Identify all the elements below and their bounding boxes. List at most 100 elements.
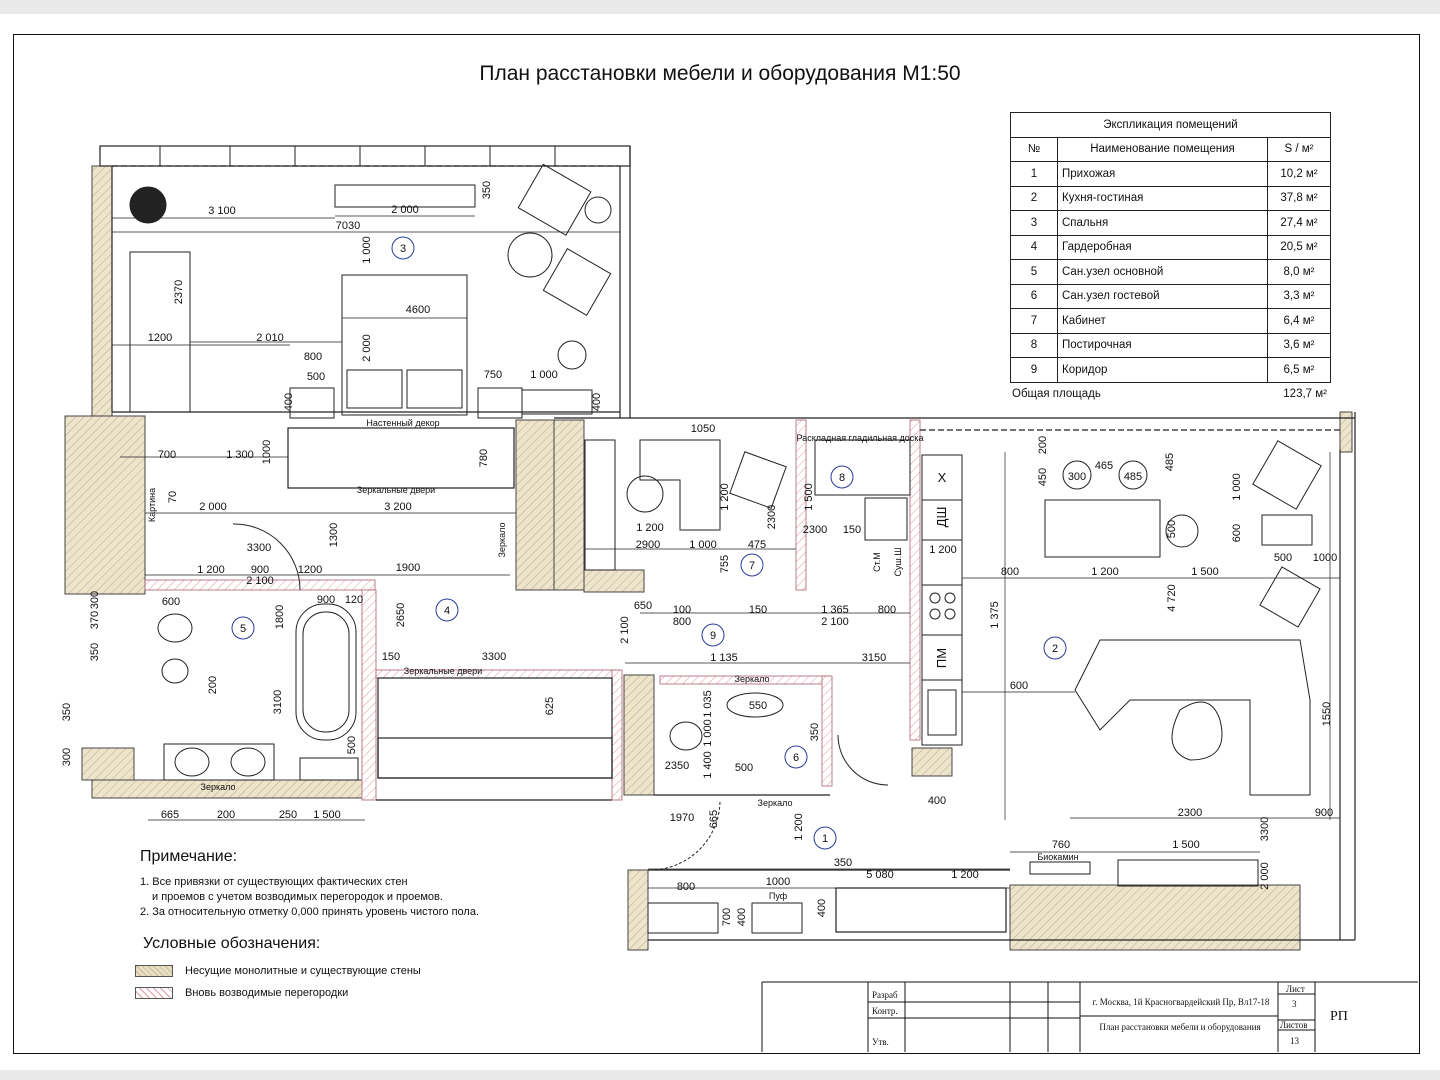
room-number-3 [391, 236, 415, 260]
row-name: Коридор [1057, 357, 1268, 383]
legend-item: Несущие монолитные и существующие стены [135, 965, 421, 977]
dim-12: 4600 [406, 304, 430, 316]
dim-38: 120 [345, 594, 363, 606]
room-number-1 [813, 826, 837, 850]
study-furniture [584, 439, 911, 571]
legend-heading: Условные обозначения: [143, 935, 321, 952]
dim-57: 1 500 [803, 483, 815, 511]
dim-73: 1 400 [702, 751, 714, 779]
dim-121: 300 [61, 748, 73, 766]
dim-55: 2300 [803, 524, 827, 536]
dim-75: 2350 [665, 760, 689, 772]
dim-68: 3150 [862, 652, 886, 664]
outline [99, 145, 1356, 941]
dim-58: 755 [719, 555, 731, 573]
dim-51: 475 [748, 539, 766, 551]
dim-78: 465 [1095, 460, 1113, 472]
new-partitions [144, 419, 921, 801]
stamp-address: г. Москва, 1й Красногвардейский Пр, Вл17… [1092, 997, 1270, 1007]
drawing-title: План расстановки мебели и оборудования М… [479, 62, 961, 85]
dim-85: 500 [1274, 552, 1292, 564]
label-ironing-board: Раскладная гладильная доска [797, 433, 924, 443]
row-name: Кухня-гостиная [1057, 185, 1268, 211]
hallway-furniture [232, 523, 889, 934]
dim-84: 600 [1231, 524, 1243, 542]
row-area: 10,2 м² [1267, 161, 1331, 187]
dim-64: 800 [673, 616, 691, 628]
stamp-role-approved: Утв. [872, 1037, 889, 1047]
dim-107: 1000 [766, 876, 790, 888]
label-dryer: Суш.Ш [893, 548, 903, 577]
label-wall-decor: Настенный декор [366, 418, 439, 428]
dim-103: 1 200 [951, 869, 979, 881]
dim-56: 150 [843, 524, 861, 536]
dim-25: 3 200 [384, 501, 412, 513]
label-picture: Картина [147, 488, 157, 522]
dim-17: 750 [484, 369, 502, 381]
room-label-8: 8 [839, 472, 845, 484]
dim-60: 1 365 [821, 604, 849, 616]
row-area: 27,4 м² [1267, 210, 1331, 236]
dim-36: 600 [162, 596, 180, 608]
label-mirror-hall: Зеркало [758, 798, 793, 808]
window-marks [159, 146, 556, 166]
dim-28: 3300 [247, 542, 271, 554]
stamp-sheets-value: 13 [1290, 1036, 1299, 1046]
dim-91: 1000 [1313, 552, 1337, 564]
legend-item: Вновь возводимые перегородки [135, 987, 421, 999]
dim-82: 1 000 [1231, 473, 1243, 501]
dim-24: 2 000 [199, 501, 227, 513]
dim-98: 760 [1052, 839, 1070, 851]
room-number-9 [701, 623, 725, 647]
label-fridge: Х [938, 470, 947, 485]
dim-10: 1200 [148, 332, 172, 344]
dim-80: 485 [1124, 471, 1142, 483]
col-area: S / м² [1267, 136, 1331, 162]
dim-54: 2300 [766, 505, 778, 529]
room-label-6: 6 [793, 752, 799, 764]
label-washing-machine: Ст.М [872, 552, 882, 572]
dim-117: 350 [89, 643, 101, 661]
dim-95: 1550 [1321, 702, 1333, 726]
bathroom-fixtures [157, 603, 784, 781]
notes-heading: Примечание: [140, 848, 238, 865]
dim-61: 800 [878, 604, 896, 616]
dim-120: 350 [61, 703, 73, 721]
stamp-role-control: Контр. [872, 1006, 898, 1016]
dim-72: 350 [809, 723, 821, 741]
dim-29: 1300 [328, 523, 340, 547]
dim-47: 500 [346, 736, 358, 754]
dim-53: 1 200 [719, 483, 731, 511]
dim-50: 1 000 [689, 539, 717, 551]
dim-9: 2370 [173, 280, 185, 304]
room-label-1: 1 [822, 833, 828, 845]
row-area: 3,3 м² [1267, 283, 1331, 309]
dim-48: 1 200 [636, 522, 664, 534]
room-explication-table: Экспликация помещений № Наименование пом… [1010, 112, 1331, 383]
row-no: 1 [1010, 161, 1058, 187]
dim-11: 2 010 [256, 332, 284, 344]
room-label-3: 3 [400, 243, 406, 255]
label-mirror-doors-lower: Зеркальные двери [404, 666, 482, 676]
room-number-7 [740, 553, 764, 577]
dim-89: 500 [1166, 520, 1178, 538]
label-pouf: Пуф [769, 891, 788, 901]
stamp-sheet-label: Лист [1286, 984, 1305, 994]
legend-block: Условные обозначения: Несущие монолитные… [135, 935, 421, 1009]
row-area: 6,5 м² [1267, 357, 1331, 383]
dim-39: 2650 [395, 603, 407, 627]
dim-70: 550 [749, 700, 767, 712]
dim-92: 600 [1010, 680, 1028, 692]
dim-115: 400 [816, 899, 828, 917]
partition-swatch [135, 987, 173, 999]
notes-block: Примечание: 1. Все привязки от существую… [140, 848, 560, 921]
dim-46: 625 [544, 697, 556, 715]
dim-90: 1 375 [989, 601, 1001, 629]
dim-59: 150 [749, 604, 767, 616]
dim-104: 2 000 [1259, 862, 1271, 890]
dim-23: 1000 [261, 440, 273, 464]
note-item: и проемов с учетом возводимых перегородо… [152, 891, 443, 903]
